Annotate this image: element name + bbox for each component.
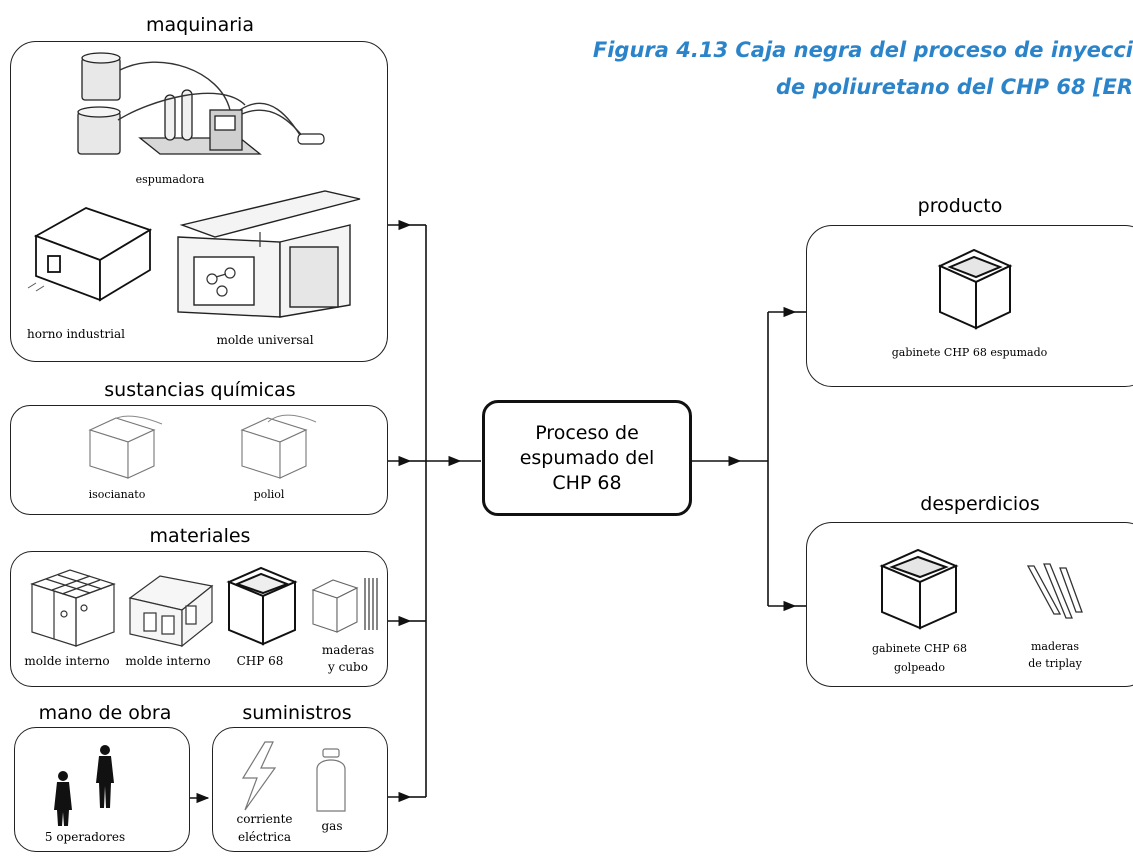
suministros-title: suministros [242, 702, 352, 724]
corriente-label: corriente [236, 812, 293, 826]
maderas-cubo-label-2: y cubo [328, 660, 368, 674]
triplay-wood-icon [1026, 563, 1083, 619]
sustancias-title: sustancias químicas [104, 379, 296, 401]
process-box: Proceso de espumado del CHP 68 [482, 400, 692, 516]
isocianato-drum-icon [88, 415, 163, 479]
producto-cabinet-icon [937, 248, 1013, 330]
isocianato-label: isocianato [88, 488, 146, 501]
process-line-2: espumado del [519, 446, 655, 469]
desperdicios-title: desperdicios [920, 493, 1040, 515]
worker-icon [54, 745, 114, 826]
maderas-triplay-label-2: de triplay [1028, 657, 1082, 670]
gabinete-golpeado-label-1: gabinete CHP 68 [871, 642, 968, 655]
maderas-triplay-label-1: maderas [1030, 640, 1079, 653]
molde-interno-2-icon [128, 575, 214, 648]
wood-cube-icon [311, 578, 378, 633]
sustancias-box [10, 405, 388, 515]
figure-caption-line-2: de poliuretano del CHP 68 [ER [775, 75, 1133, 99]
molde-universal-label: molde universal [216, 333, 314, 347]
oven-icon [27, 207, 153, 302]
electrica-label: eléctrica [237, 830, 292, 844]
operadores-label: 5 operadores [44, 830, 126, 844]
chp68-cabinet-icon [226, 566, 298, 646]
producto-title: producto [917, 195, 1003, 217]
chp68-label: CHP 68 [236, 654, 284, 668]
foaming-machine-icon [77, 52, 325, 155]
molde-interno-1-icon [30, 569, 116, 647]
maquinaria-title: maquinaria [146, 14, 254, 36]
poliol-drum-icon [240, 414, 317, 479]
molde-interno-1-label: molde interno [24, 654, 110, 668]
process-line-3: CHP 68 [552, 471, 622, 494]
suministros-box [212, 727, 388, 852]
process-line-1: Proceso de [535, 421, 639, 444]
lightning-icon [241, 741, 277, 811]
gas-label: gas [321, 819, 343, 833]
horno-industrial-label: horno industrial [27, 327, 125, 341]
gabinete-golpeado-label-2: golpeado [894, 661, 945, 674]
poliol-label: poliol [253, 488, 285, 501]
maderas-cubo-label-1: maderas [321, 643, 375, 657]
materiales-title: materiales [149, 525, 251, 547]
universal-mold-icon [177, 190, 361, 318]
mano-de-obra-title: mano de obra [38, 702, 172, 724]
producto-label: gabinete CHP 68 espumado [891, 346, 1048, 359]
molde-interno-2-label: molde interno [125, 654, 211, 668]
figure-caption-line-1: Figura 4.13 Caja negra del proceso de in… [592, 38, 1133, 62]
gas-cylinder-icon [316, 748, 346, 812]
golpeado-cabinet-icon [879, 548, 959, 630]
espumadora-label: espumadora [135, 173, 205, 186]
